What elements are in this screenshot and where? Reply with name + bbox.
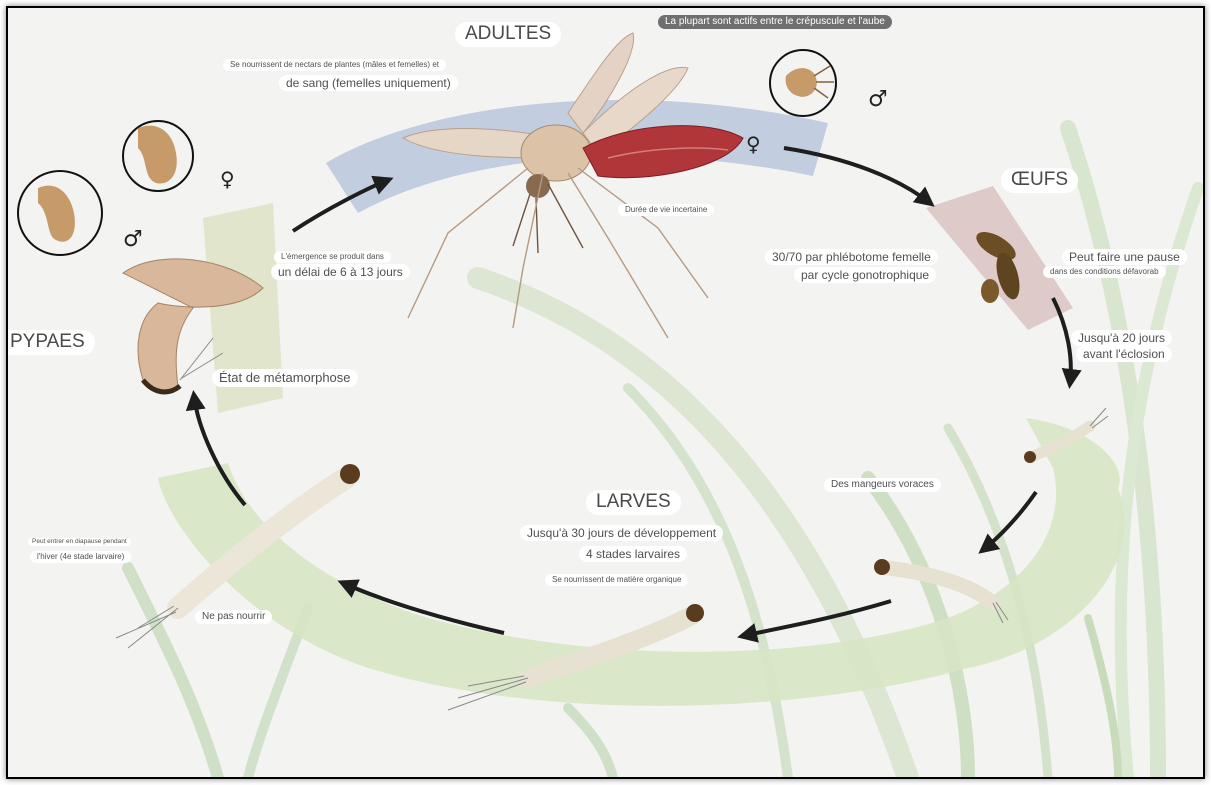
stage-title-pupae: PYPAES	[6, 330, 95, 355]
note-hatch-2: avant l'éclosion	[1076, 346, 1172, 362]
note-adult-food-2: de sang (femelles uniquement)	[279, 75, 458, 91]
arrow-larva-growth-2	[743, 601, 891, 636]
note-larvae-food: Se nourrissent de matière organique	[545, 574, 688, 586]
male-genitalia-detail-top	[770, 50, 836, 116]
note-diapause-1: Peut entrer en diapause pendant	[28, 538, 131, 546]
life-cycle-diagram: ♂ ♀ ♀ ♂ ADULTES La plupart sont actifs e…	[6, 6, 1205, 779]
male-genitalia-detail-left	[18, 171, 102, 255]
female-genitalia-detail-left	[123, 121, 193, 191]
note-eggs-count-1: 30/70 par phlébotome femelle	[765, 249, 938, 265]
note-eggs-pause-2: dans des conditions défavorab	[1043, 266, 1166, 278]
note-metamorphosis: État de métamorphose	[212, 369, 358, 387]
diagram-artwork: ♂ ♀ ♀ ♂	[8, 8, 1205, 779]
male-symbol-left: ♂	[123, 227, 143, 252]
female-symbol-left: ♀	[220, 167, 235, 191]
stage-title-eggs: ŒUFS	[1001, 168, 1078, 193]
note-lifespan: Durée de vie incertaine	[618, 204, 714, 216]
note-adult-food-1: Se nourrissent de nectars de plantes (mâ…	[223, 59, 446, 71]
note-voracious: Des mangeurs voraces	[824, 478, 941, 492]
note-diapause-2: l'hiver (4e stade larvaire)	[30, 551, 131, 563]
note-emergence-2: un délai de 6 à 13 jours	[271, 264, 410, 280]
note-no-feed: Ne pas nourrir	[195, 610, 272, 624]
note-larvae-stages: 4 stades larvaires	[579, 546, 687, 562]
note-larvae-development: Jusqu'à 30 jours de développement	[520, 525, 723, 541]
arrow-pupa-to-adult	[293, 180, 388, 231]
note-activity: La plupart sont actifs entre le crépuscu…	[658, 15, 892, 29]
note-emergence-1: L'émergence se produit dans	[274, 251, 391, 263]
female-symbol-adult: ♀	[746, 132, 761, 156]
note-eggs-pause-1: Peut faire une pause	[1062, 249, 1187, 265]
stage-title-larvae: LARVES	[586, 490, 681, 515]
note-eggs-count-2: par cycle gonotrophique	[794, 267, 936, 283]
note-hatch-1: Jusqu'à 20 jours	[1071, 330, 1172, 346]
male-symbol-top: ♂	[868, 87, 888, 112]
stage-title-adults: ADULTES	[455, 22, 561, 47]
